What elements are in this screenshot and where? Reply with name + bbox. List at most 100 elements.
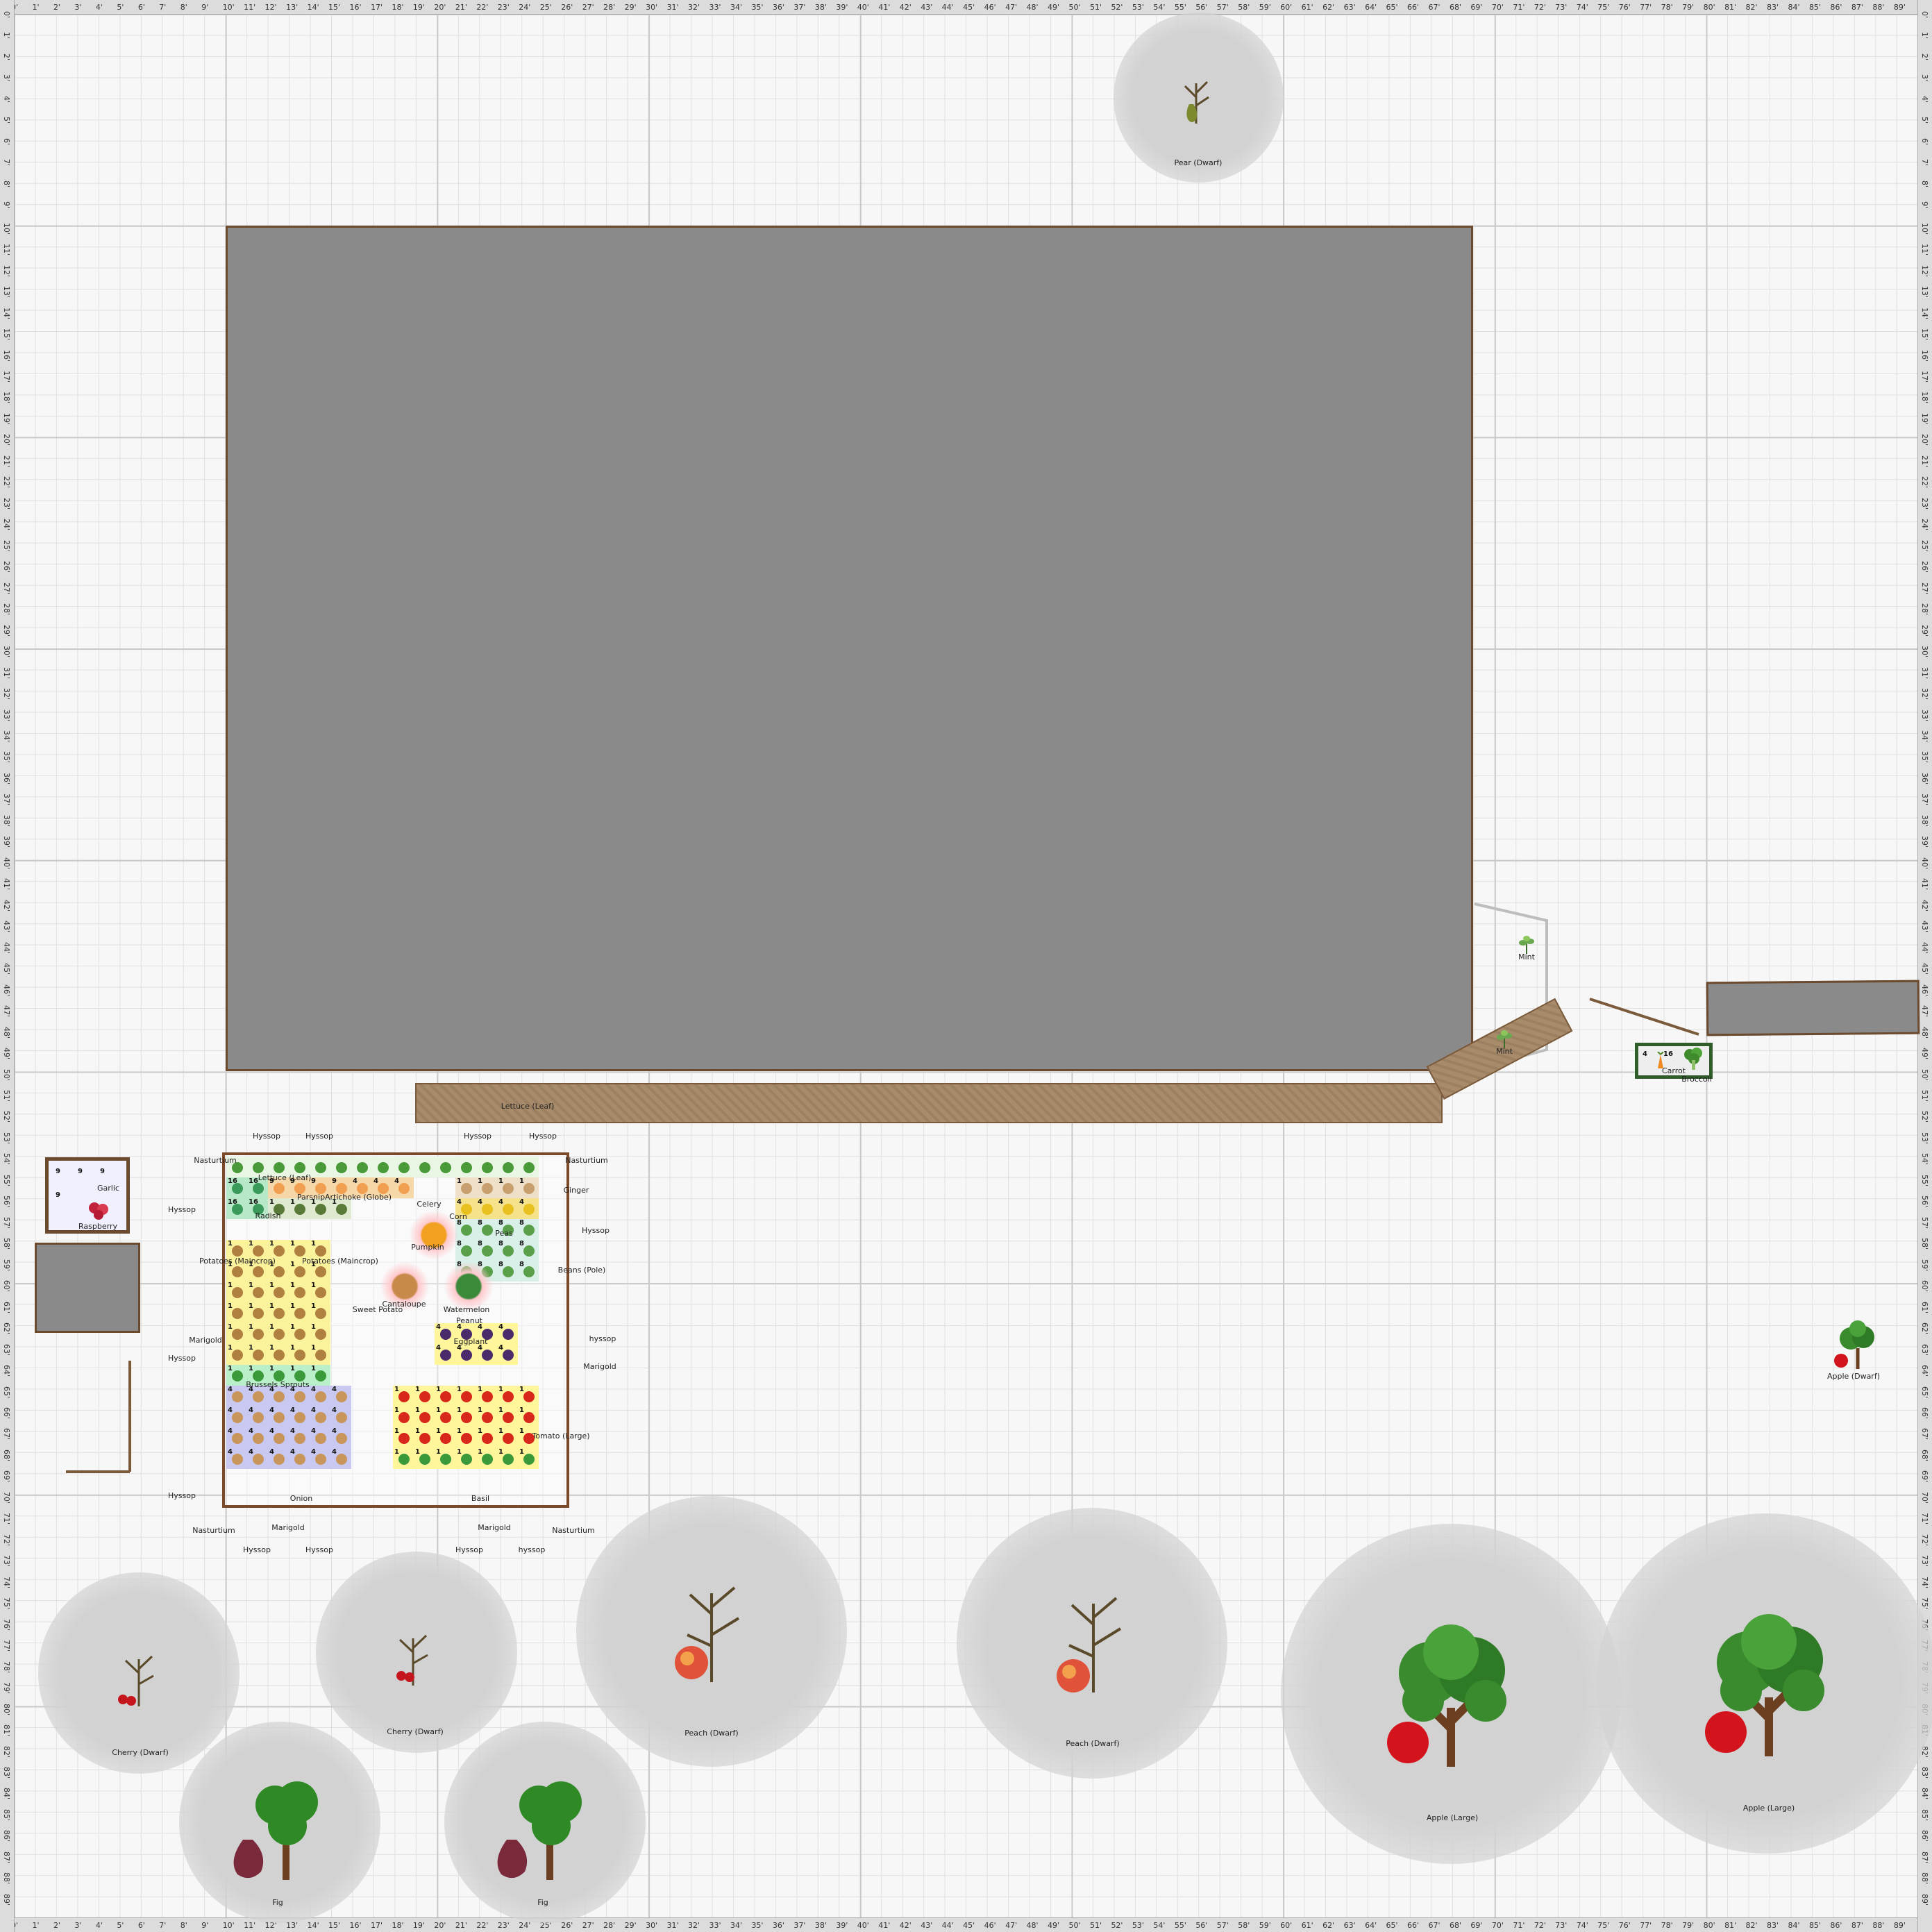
crop-cell[interactable]: 1 bbox=[497, 1386, 518, 1406]
crop-cell[interactable]: 16 bbox=[226, 1198, 247, 1219]
crop-cell[interactable] bbox=[435, 1157, 455, 1177]
crop-cell[interactable] bbox=[393, 1157, 414, 1177]
crop-cell[interactable]: 4 bbox=[289, 1427, 310, 1448]
crop-cell[interactable]: 4 bbox=[268, 1386, 289, 1406]
crop-cell[interactable] bbox=[289, 1157, 310, 1177]
left-shed[interactable] bbox=[35, 1243, 140, 1333]
crop-cell[interactable]: 1 bbox=[393, 1386, 414, 1406]
crop-cell[interactable]: 1 bbox=[393, 1448, 414, 1469]
crop-cell[interactable]: 4 bbox=[247, 1427, 268, 1448]
crop-cell[interactable]: 1 bbox=[393, 1427, 414, 1448]
garlic-raspberry-bed[interactable]: 9 9 9 9 bbox=[45, 1157, 130, 1234]
crop-cell[interactable]: 1 bbox=[414, 1386, 435, 1406]
crop-cell[interactable]: 8 bbox=[497, 1261, 518, 1282]
crop-cell[interactable]: 1 bbox=[455, 1386, 476, 1406]
crop-cell[interactable]: 1 bbox=[414, 1406, 435, 1427]
crop-cell[interactable]: 1 bbox=[226, 1240, 247, 1261]
crop-cell[interactable]: 4 bbox=[497, 1198, 518, 1219]
crop-cell[interactable]: 1 bbox=[247, 1240, 268, 1261]
crop-cell[interactable]: 4 bbox=[310, 1406, 330, 1427]
crop-cell[interactable]: 1 bbox=[310, 1282, 330, 1302]
crop-cell[interactable]: 1 bbox=[435, 1427, 455, 1448]
crop-cell[interactable]: 4 bbox=[268, 1448, 289, 1469]
crop-cell[interactable]: 1 bbox=[247, 1261, 268, 1282]
crop-cell[interactable]: 4 bbox=[310, 1386, 330, 1406]
crop-cell[interactable]: 8 bbox=[455, 1219, 476, 1240]
crop-cell[interactable]: 4 bbox=[435, 1323, 455, 1344]
crop-cell[interactable]: 4 bbox=[476, 1198, 497, 1219]
crop-cell[interactable]: 1 bbox=[247, 1302, 268, 1323]
crop-cell[interactable] bbox=[247, 1157, 268, 1177]
crop-cell[interactable]: 1 bbox=[289, 1282, 310, 1302]
crop-cell[interactable]: 1 bbox=[455, 1448, 476, 1469]
crop-cell[interactable]: 1 bbox=[435, 1406, 455, 1427]
crop-cell[interactable]: 1 bbox=[476, 1177, 497, 1198]
lettuce-strip-bed[interactable] bbox=[415, 1083, 1443, 1123]
crop-cell[interactable] bbox=[330, 1157, 351, 1177]
crop-cell[interactable]: 4 bbox=[226, 1427, 247, 1448]
crop-cell[interactable]: 1 bbox=[247, 1323, 268, 1344]
crop-cell[interactable]: 1 bbox=[435, 1386, 455, 1406]
crop-cell[interactable]: 1 bbox=[310, 1323, 330, 1344]
crop-cell[interactable]: 4 bbox=[330, 1427, 351, 1448]
crop-cell[interactable]: 4 bbox=[351, 1177, 372, 1198]
crop-cell[interactable]: 1 bbox=[247, 1344, 268, 1365]
crop-cell[interactable]: 1 bbox=[310, 1240, 330, 1261]
crop-cell[interactable]: 4 bbox=[330, 1406, 351, 1427]
crop-cell[interactable]: 4 bbox=[310, 1448, 330, 1469]
crop-cell[interactable]: 1 bbox=[476, 1427, 497, 1448]
crop-cell[interactable]: 1 bbox=[435, 1448, 455, 1469]
crop-cell[interactable]: 1 bbox=[289, 1240, 310, 1261]
crop-cell[interactable]: 4 bbox=[289, 1406, 310, 1427]
crop-cell[interactable]: 4 bbox=[310, 1427, 330, 1448]
crop-cell[interactable]: 4 bbox=[247, 1406, 268, 1427]
crop-cell[interactable]: 1 bbox=[330, 1198, 351, 1219]
crop-cell[interactable]: 4 bbox=[497, 1344, 518, 1365]
crop-cell[interactable]: 1 bbox=[268, 1261, 289, 1282]
crop-cell[interactable]: 1 bbox=[476, 1448, 497, 1469]
crop-cell[interactable]: 4 bbox=[226, 1448, 247, 1469]
crop-cell[interactable]: 4 bbox=[289, 1448, 310, 1469]
crop-cell[interactable]: 1 bbox=[497, 1448, 518, 1469]
crop-cell[interactable]: 1 bbox=[518, 1177, 539, 1198]
crop-cell[interactable]: 8 bbox=[497, 1240, 518, 1261]
crop-cell[interactable]: 1 bbox=[310, 1344, 330, 1365]
crop-cell[interactable]: 1 bbox=[226, 1323, 247, 1344]
crop-cell[interactable]: 1 bbox=[455, 1427, 476, 1448]
crop-cell[interactable]: 1 bbox=[268, 1323, 289, 1344]
pear-canopy[interactable] bbox=[1114, 12, 1284, 183]
crop-cell[interactable]: 1 bbox=[268, 1240, 289, 1261]
crop-cell[interactable]: 1 bbox=[414, 1427, 435, 1448]
crop-cell[interactable]: 4 bbox=[247, 1386, 268, 1406]
crop-cell[interactable]: 4 bbox=[435, 1344, 455, 1365]
crop-cell[interactable]: 1 bbox=[310, 1261, 330, 1282]
crop-cell[interactable]: 8 bbox=[455, 1240, 476, 1261]
crop-cell[interactable] bbox=[372, 1157, 393, 1177]
crop-cell[interactable]: 4 bbox=[268, 1427, 289, 1448]
crop-cell[interactable]: 4 bbox=[289, 1386, 310, 1406]
crop-cell[interactable]: 1 bbox=[476, 1386, 497, 1406]
crop-cell[interactable]: 1 bbox=[455, 1406, 476, 1427]
crop-cell[interactable]: 4 bbox=[226, 1406, 247, 1427]
crop-cell[interactable]: 4 bbox=[393, 1177, 414, 1198]
crop-cell[interactable] bbox=[476, 1157, 497, 1177]
crop-cell[interactable]: 1 bbox=[393, 1406, 414, 1427]
apple-dwarf-icon[interactable] bbox=[1830, 1320, 1879, 1370]
crop-cell[interactable]: 4 bbox=[226, 1386, 247, 1406]
crop-cell[interactable]: 1 bbox=[268, 1302, 289, 1323]
crop-cell[interactable]: 1 bbox=[226, 1344, 247, 1365]
watermelon-icon[interactable] bbox=[444, 1262, 493, 1311]
crop-cell[interactable]: 9 bbox=[330, 1177, 351, 1198]
crop-cell[interactable]: 8 bbox=[518, 1240, 539, 1261]
crop-cell[interactable]: 4 bbox=[330, 1386, 351, 1406]
crop-cell[interactable]: 1 bbox=[497, 1406, 518, 1427]
crop-cell[interactable]: 1 bbox=[518, 1448, 539, 1469]
crop-cell[interactable]: 1 bbox=[268, 1344, 289, 1365]
crop-cell[interactable] bbox=[518, 1157, 539, 1177]
crop-cell[interactable]: 16 bbox=[247, 1198, 268, 1219]
pumpkin-icon[interactable] bbox=[410, 1211, 458, 1259]
crop-cell[interactable]: 1 bbox=[268, 1198, 289, 1219]
crop-cell[interactable]: 1 bbox=[247, 1365, 268, 1386]
crop-cell[interactable]: 8 bbox=[518, 1219, 539, 1240]
